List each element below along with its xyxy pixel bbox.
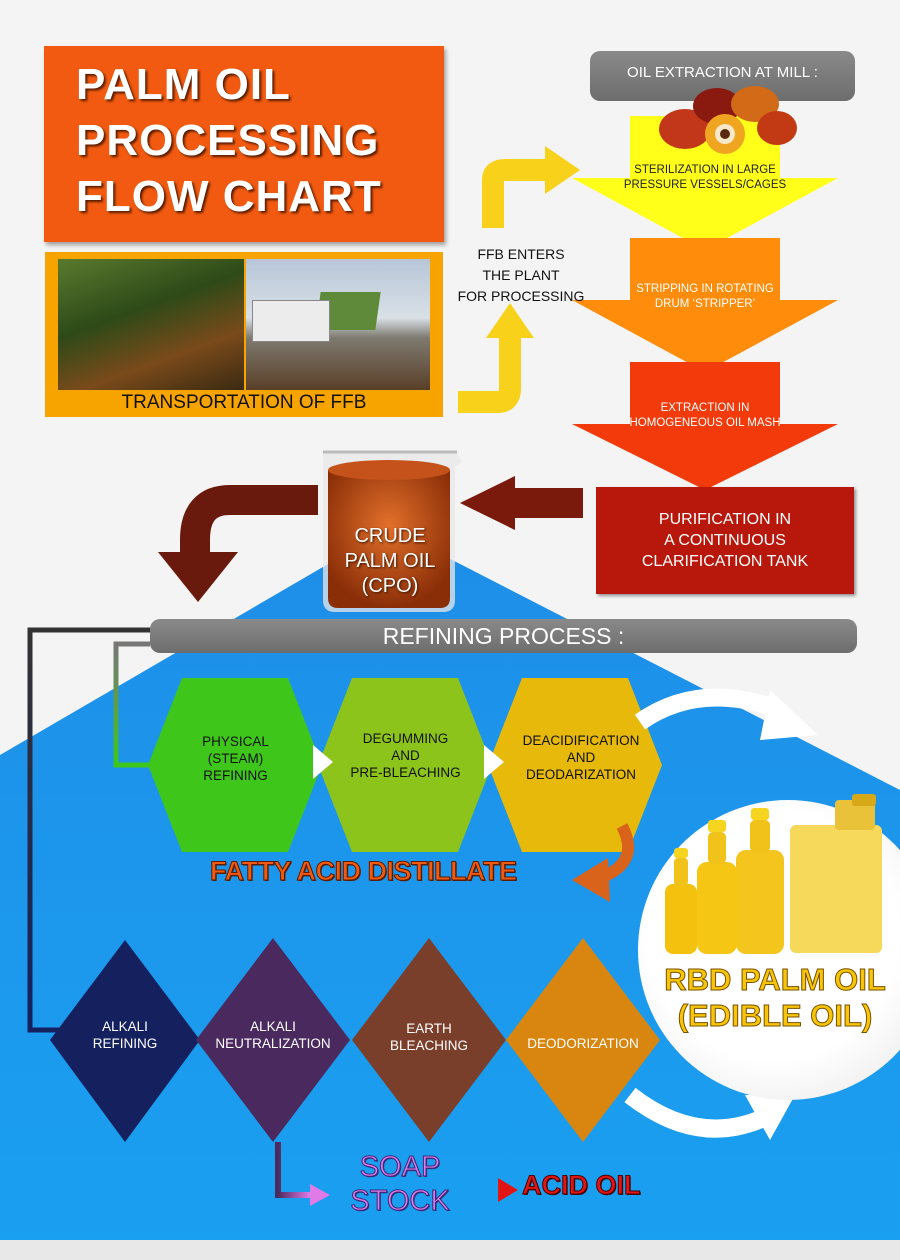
truck-cab xyxy=(252,300,330,342)
acid-oil-label: ACID OIL xyxy=(522,1170,642,1201)
cpo-line-2: PALM OIL xyxy=(344,550,436,572)
physical-refining-line-2: (STEAM) xyxy=(207,751,264,766)
fatty-acid-distillate-label: FATTY ACID DISTILLATE xyxy=(210,856,518,887)
sterilization-line-2: PRESSURE VESSELS/CAGES xyxy=(623,179,787,191)
rbd-line-2: (EDIBLE OIL) xyxy=(677,998,873,1034)
degumming-line-3: PRE-BLEACHING xyxy=(350,765,461,780)
purification-to-cpo-arrow xyxy=(460,476,583,530)
ffb-entry-line-1: FFB ENTERS xyxy=(477,246,565,262)
degumming-hex xyxy=(318,678,492,852)
ffb-entry-line-3: FOR PROCESSING xyxy=(457,288,585,304)
title-box: PALM OIL PROCESSING FLOW CHART xyxy=(44,46,444,242)
deodorization-line-1: DEODORIZATION xyxy=(527,1036,639,1051)
degumming-line-1: DEGUMMING xyxy=(362,731,449,746)
alkali-refining-label: ALKALI REFINING xyxy=(75,1018,175,1052)
deacidification-hex xyxy=(488,678,662,852)
purification-line-2: A CONTINUOUS xyxy=(664,532,786,549)
purification-label: PURIFICATION IN A CONTINUOUS CLARIFICATI… xyxy=(596,509,854,572)
degumming-line-2: AND xyxy=(391,748,420,763)
extraction-line-2: HOMOGENEOUS OIL MASH xyxy=(629,417,781,429)
purification-line-3: CLARIFICATION TANK xyxy=(641,553,809,570)
cpo-line-1: CRUDE xyxy=(354,525,426,547)
earth-bleaching-line-2: BLEACHING xyxy=(389,1038,469,1053)
alkali-neutralization-line-2: NEUTRALIZATION xyxy=(215,1036,331,1051)
refining-process-header: REFINING PROCESS : xyxy=(150,619,857,653)
stripping-step-shape xyxy=(572,238,838,372)
title-line-1: PALM OIL xyxy=(76,60,291,109)
purification-box: PURIFICATION IN A CONTINUOUS CLARIFICATI… xyxy=(596,487,854,594)
degumming-label: DEGUMMING AND PRE-BLEACHING xyxy=(333,730,478,781)
sterilization-label: STERILIZATION IN LARGE PRESSURE VESSELS/… xyxy=(620,163,790,193)
ffb-entry-line-2: THE PLANT xyxy=(482,267,560,283)
stripping-line-1: STRIPPING IN ROTATING xyxy=(636,283,774,295)
rbd-line-1: RBD PALM OIL xyxy=(664,962,887,998)
deacidification-line-2: AND xyxy=(566,750,596,765)
rbd-palm-oil-label: RBD PALM OIL (EDIBLE OIL) xyxy=(660,962,890,1034)
palm-fruit-image xyxy=(659,86,797,154)
alkali-refining-diamond xyxy=(50,940,200,1142)
alkali-refining-line-2: REFINING xyxy=(92,1036,158,1051)
earth-bleaching-diamond xyxy=(352,938,506,1142)
alkali-neutralization-label: ALKALI NEUTRALIZATION xyxy=(203,1018,343,1052)
physical-refining-label: PHYSICAL (STEAM) REFINING xyxy=(163,733,308,784)
extraction-step-shape xyxy=(572,362,838,490)
alkali-neutralization-line-1: ALKALI xyxy=(250,1019,296,1034)
alkali-refining-line-1: ALKALI xyxy=(102,1019,148,1034)
soap-stock-line-1: SOAP xyxy=(359,1151,441,1184)
physical-refining-hex xyxy=(148,678,322,852)
extraction-line-1: EXTRACTION IN xyxy=(660,402,750,414)
transport-label: TRANSPORTATION OF FFB xyxy=(121,392,367,413)
deacidification-line-1: DEACIDIFICATION xyxy=(522,733,640,748)
soap-stock-label: SOAP STOCK xyxy=(330,1150,470,1218)
cpo-label: CRUDE PALM OIL (CPO) xyxy=(320,524,460,599)
deacidification-label: DEACIDIFICATION AND DEODARIZATION xyxy=(500,732,662,783)
soap-stock-line-2: STOCK xyxy=(350,1185,450,1218)
alkali-neutralization-diamond xyxy=(196,938,350,1142)
earth-bleaching-label: EARTH BLEACHING xyxy=(369,1020,489,1054)
cpo-line-3: (CPO) xyxy=(361,575,419,597)
sterilization-line-1: STERILIZATION IN LARGE xyxy=(634,164,776,176)
physical-refining-line-1: PHYSICAL xyxy=(202,734,269,749)
title-line-2: PROCESSING xyxy=(76,116,380,165)
cpo-beaker xyxy=(323,450,462,612)
harvest-photo xyxy=(58,259,244,390)
earth-bleaching-line-1: EARTH xyxy=(406,1021,452,1036)
deacidification-line-3: DEODARIZATION xyxy=(525,767,636,782)
stripping-line-2: DRUM ‘STRIPPER’ xyxy=(654,298,756,310)
stripping-label: STRIPPING IN ROTATING DRUM ‘STRIPPER’ xyxy=(620,282,790,312)
cpo-to-refining-arrow xyxy=(180,485,318,555)
extraction-label: EXTRACTION IN HOMOGENEOUS OIL MASH xyxy=(620,401,790,431)
deodorization-label: DEODORIZATION xyxy=(513,1035,653,1052)
physical-refining-line-3: REFINING xyxy=(203,768,268,783)
sterilization-step-shape xyxy=(572,116,838,250)
deodorization-diamond xyxy=(506,938,660,1142)
title-line-3: FLOW CHART xyxy=(76,172,382,221)
oil-bottles-image xyxy=(665,794,882,954)
purification-line-1: PURIFICATION IN xyxy=(658,511,792,528)
ffb-entry-label: FFB ENTERS THE PLANT FOR PROCESSING xyxy=(446,244,596,307)
